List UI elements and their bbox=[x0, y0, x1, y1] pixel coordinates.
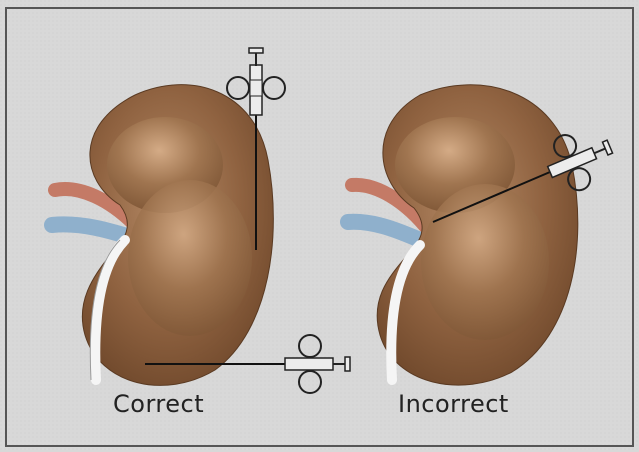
lobe-lower-right bbox=[421, 184, 549, 340]
caption-correct: Correct bbox=[113, 390, 204, 418]
lobe-lower-left bbox=[128, 180, 252, 336]
caption-incorrect: Incorrect bbox=[398, 390, 509, 418]
